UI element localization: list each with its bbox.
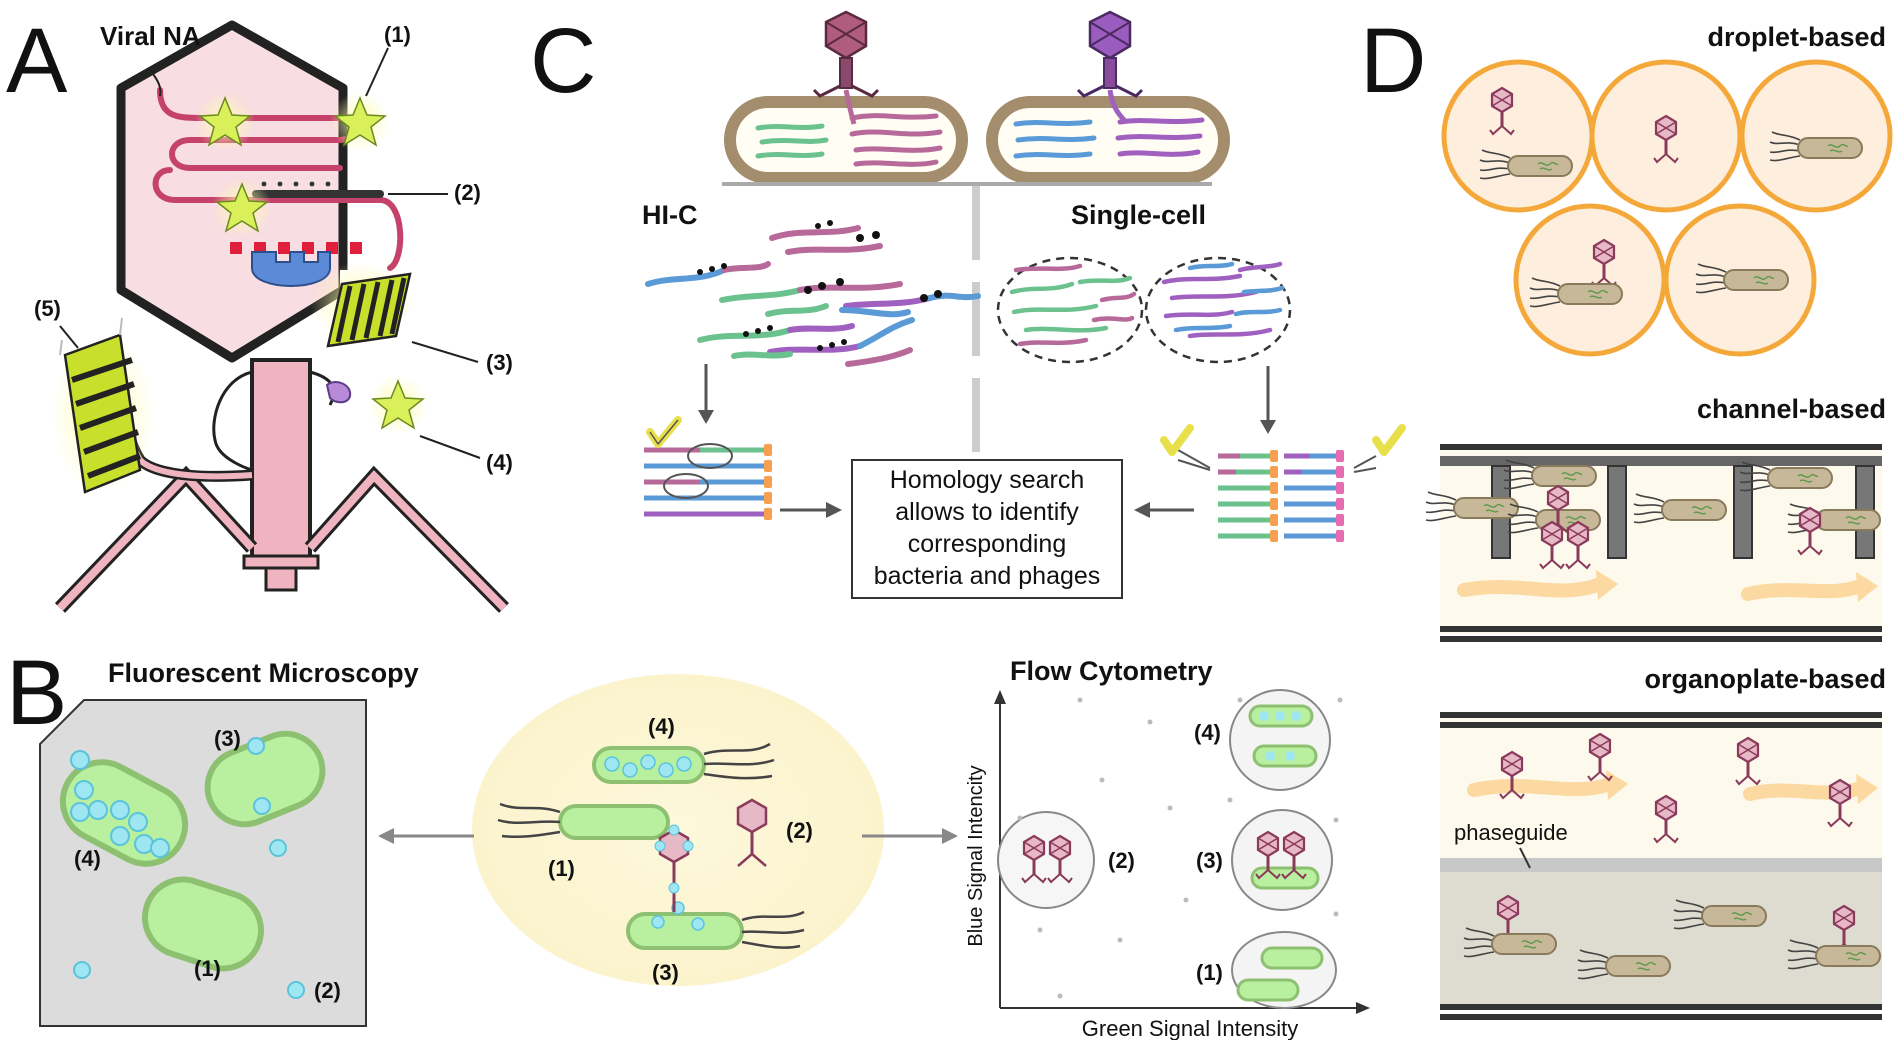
green-stars xyxy=(195,92,428,435)
sample-label-4: (4) xyxy=(648,714,675,739)
panel-a: A xyxy=(6,10,513,613)
homology-line-1: Homology search xyxy=(890,466,1085,494)
flow-gate-3: (3) xyxy=(1196,809,1333,911)
flow-y-label: Blue Signal Intencity xyxy=(965,765,987,946)
homology-line-3: corresponding xyxy=(908,530,1066,558)
microscopy-title: Fluorescent Microscopy xyxy=(108,658,419,688)
sample-mix: (4) (2) (1) (3) xyxy=(472,674,884,986)
hic-label: HI-C xyxy=(642,200,698,230)
gate-label-2: (2) xyxy=(1108,848,1135,873)
organoplate-label: organoplate-based xyxy=(1644,664,1886,694)
micro-label-4: (4) xyxy=(74,846,101,871)
panel-d-letter: D xyxy=(1360,10,1426,112)
flow-gate-1: (1) xyxy=(1196,931,1337,1009)
flow-cytometry: Flow Cytometry Green Signal Intensity Bl… xyxy=(965,656,1370,1040)
droplet-label: droplet-based xyxy=(1707,22,1886,52)
marker-4: (4) xyxy=(486,450,513,475)
tail-fiber-right xyxy=(310,262,414,348)
microscopy-field: (3) (4) (1) (2) xyxy=(39,699,367,1027)
panel-a-letter: A xyxy=(6,10,68,112)
organoplate-device: phaseguide xyxy=(1440,712,1882,1020)
single-cell-label: Single-cell xyxy=(1071,200,1206,230)
single-cell-droplets xyxy=(996,256,1292,364)
channel-label: channel-based xyxy=(1697,394,1886,424)
flow-gate-4: (4) xyxy=(1194,689,1331,791)
phages-top xyxy=(812,10,1144,98)
sample-label-2: (2) xyxy=(786,818,813,843)
viral-na-label: Viral NA xyxy=(100,21,201,51)
panel-b: B Fluorescent Microscopy (3) (4) (1) (2) xyxy=(6,642,1370,1040)
infected-bacteria-top xyxy=(724,89,1230,184)
gate-label-4: (4) xyxy=(1194,720,1221,745)
marker-1: (1) xyxy=(384,22,411,47)
gate-label-3: (3) xyxy=(1196,848,1223,873)
homology-line-4: bacteria and phages xyxy=(874,562,1101,590)
micro-label-3: (3) xyxy=(214,726,241,751)
homology-box: Homology search allows to identify corre… xyxy=(780,459,1194,599)
single-cell-alignment xyxy=(1160,366,1406,542)
tail-fiber-left xyxy=(51,317,155,494)
hic-alignment xyxy=(644,364,772,520)
channel-device xyxy=(1425,444,1882,642)
flow-gate-2: (2) xyxy=(997,811,1135,909)
marker-3: (3) xyxy=(486,350,513,375)
sample-label-3: (3) xyxy=(652,960,679,985)
droplets xyxy=(1441,59,1893,357)
panel-c-letter: C xyxy=(530,10,596,112)
sample-label-1: (1) xyxy=(548,856,575,881)
panel-c: C HI-C Single-cell xyxy=(530,10,1406,599)
flow-x-label: Green Signal Intensity xyxy=(1082,1016,1298,1040)
micro-label-1: (1) xyxy=(194,956,221,981)
phage-tail xyxy=(54,358,509,613)
flow-title: Flow Cytometry xyxy=(1010,656,1213,686)
panel-d: D droplet-based channel-based xyxy=(1360,10,1893,1020)
panel-a-labels: Viral NA (1) (2) (3) (4) (5) xyxy=(34,21,513,475)
marker-5: (5) xyxy=(34,296,61,321)
flow-background-dots xyxy=(1017,697,1343,999)
panel-b-arrows xyxy=(378,828,958,844)
marker-2: (2) xyxy=(454,180,481,205)
phaseguide-label: phaseguide xyxy=(1454,820,1568,845)
homology-line-2: allows to identify xyxy=(895,498,1079,526)
gate-label-1: (1) xyxy=(1196,960,1223,985)
micro-label-2: (2) xyxy=(314,978,341,1003)
hic-fragments xyxy=(645,220,981,367)
